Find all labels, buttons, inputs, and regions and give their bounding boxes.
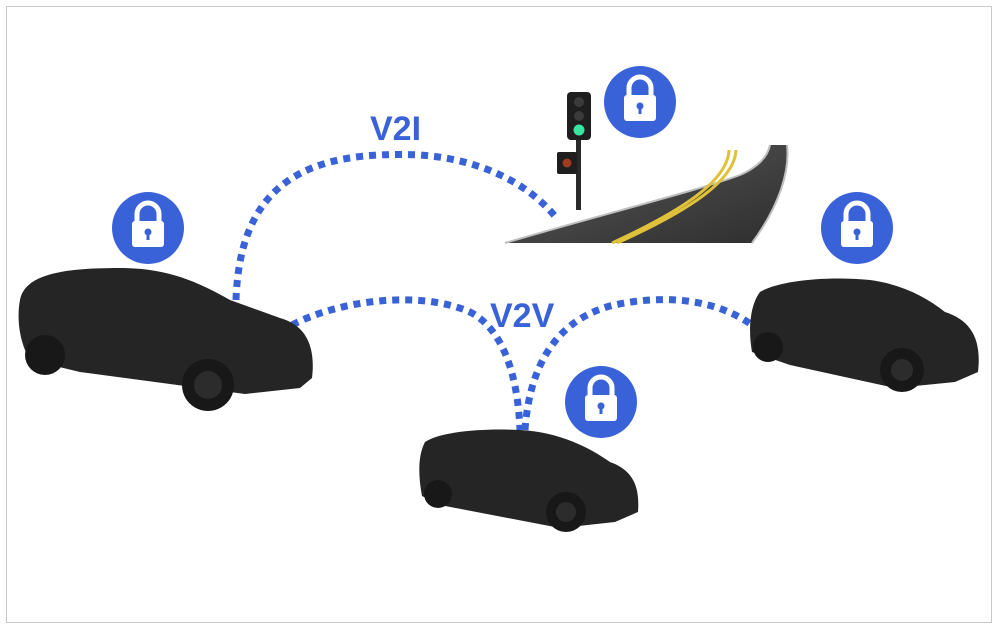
v2i-label: V2I (370, 110, 421, 148)
lock-icon (604, 66, 676, 138)
traffic-light-icon (557, 92, 591, 210)
v2v-label: V2V (490, 297, 555, 335)
road-icon (504, 144, 789, 245)
lock-icon (112, 192, 184, 264)
v2v-link-right (521, 296, 755, 431)
car-icon-right (750, 278, 979, 392)
car-icon-left (18, 268, 313, 411)
v2i-link (232, 151, 561, 301)
v2v-link-left (290, 296, 524, 431)
lock-icon (821, 192, 893, 264)
lock-icon (565, 366, 637, 438)
car-icon-middle (419, 429, 639, 532)
